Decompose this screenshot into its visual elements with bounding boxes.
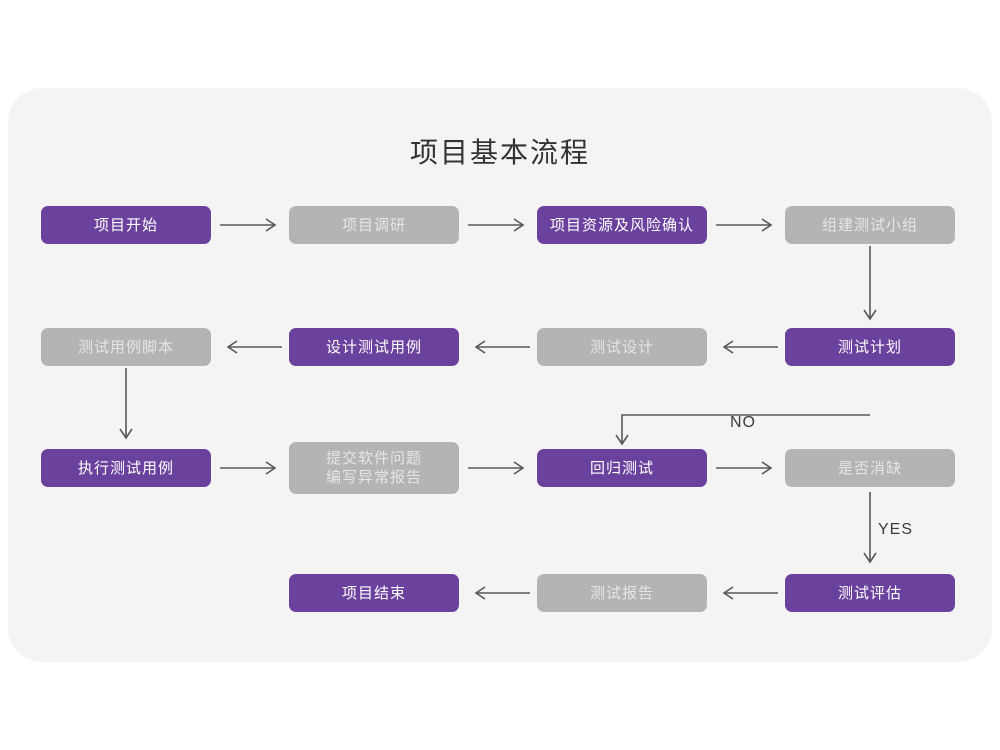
- edge-no-loop: [615, 414, 870, 446]
- node-label: 组建测试小组: [821, 216, 918, 234]
- node-label: 测试报告: [589, 584, 654, 602]
- flow-node-test-plan[interactable]: 测试计划: [785, 328, 955, 366]
- arrow-down-n5-n9: [119, 368, 133, 440]
- node-label: 项目开始: [93, 216, 158, 234]
- flow-node-test-design[interactable]: 测试设计: [537, 328, 707, 366]
- flowchart-panel: [8, 88, 992, 662]
- arrow-right-n10-n11: [468, 461, 525, 475]
- flow-node-project-end[interactable]: 项目结束: [289, 574, 459, 612]
- arrow-right-n3-n4: [716, 218, 773, 232]
- arrow-right-n1-n2: [220, 218, 277, 232]
- arrow-left-n15-n14: [722, 586, 778, 600]
- flow-node-project-start[interactable]: 项目开始: [41, 206, 211, 244]
- node-label: 测试评估: [837, 584, 902, 602]
- flow-node-project-research[interactable]: 项目调研: [289, 206, 459, 244]
- arrow-down-yes-n12-n15: [863, 492, 877, 564]
- arrow-right-n2-n3: [468, 218, 525, 232]
- node-label: 项目结束: [341, 584, 406, 602]
- edge-label-no: NO: [730, 414, 756, 431]
- flow-node-regression-test[interactable]: 回归测试: [537, 449, 707, 487]
- flow-node-test-evaluation[interactable]: 测试评估: [785, 574, 955, 612]
- flow-node-defect-resolved[interactable]: 是否消缺: [785, 449, 955, 487]
- node-label: 测试计划: [837, 338, 902, 356]
- arrow-left-n7-n6: [474, 340, 530, 354]
- node-label: 回归测试: [589, 459, 654, 477]
- flow-node-resource-risk-confirm[interactable]: 项目资源及风险确认: [537, 206, 707, 244]
- node-label: 是否消缺: [837, 459, 902, 477]
- arrow-left-n14-n13: [474, 586, 530, 600]
- arrow-left-n6-n5: [226, 340, 282, 354]
- arrow-right-n9-n10: [220, 461, 277, 475]
- node-label: 执行测试用例: [77, 459, 174, 477]
- flow-node-design-test-case[interactable]: 设计测试用例: [289, 328, 459, 366]
- node-label: 测试用例脚本: [77, 338, 174, 356]
- node-label-line-1: 提交软件问题: [325, 450, 422, 467]
- arrow-left-n8-n7: [722, 340, 778, 354]
- node-label: 设计测试用例: [325, 338, 422, 356]
- arrow-down-n4-n8: [863, 246, 877, 321]
- page-title: 项目基本流程: [409, 137, 590, 168]
- flow-node-execute-test-case[interactable]: 执行测试用例: [41, 449, 211, 487]
- flow-node-build-test-team[interactable]: 组建测试小组: [785, 206, 955, 244]
- flow-node-submit-bug-report[interactable]: 提交软件问题 编写异常报告: [289, 442, 459, 494]
- node-label-line-2: 编写异常报告: [325, 469, 422, 486]
- node-label: 测试设计: [589, 338, 654, 356]
- flow-node-test-case-script[interactable]: 测试用例脚本: [41, 328, 211, 366]
- node-label: 项目调研: [341, 216, 406, 234]
- arrow-right-n11-n12: [716, 461, 773, 475]
- node-label: 项目资源及风险确认: [549, 216, 694, 234]
- flow-node-test-report[interactable]: 测试报告: [537, 574, 707, 612]
- edge-label-yes: YES: [878, 521, 914, 538]
